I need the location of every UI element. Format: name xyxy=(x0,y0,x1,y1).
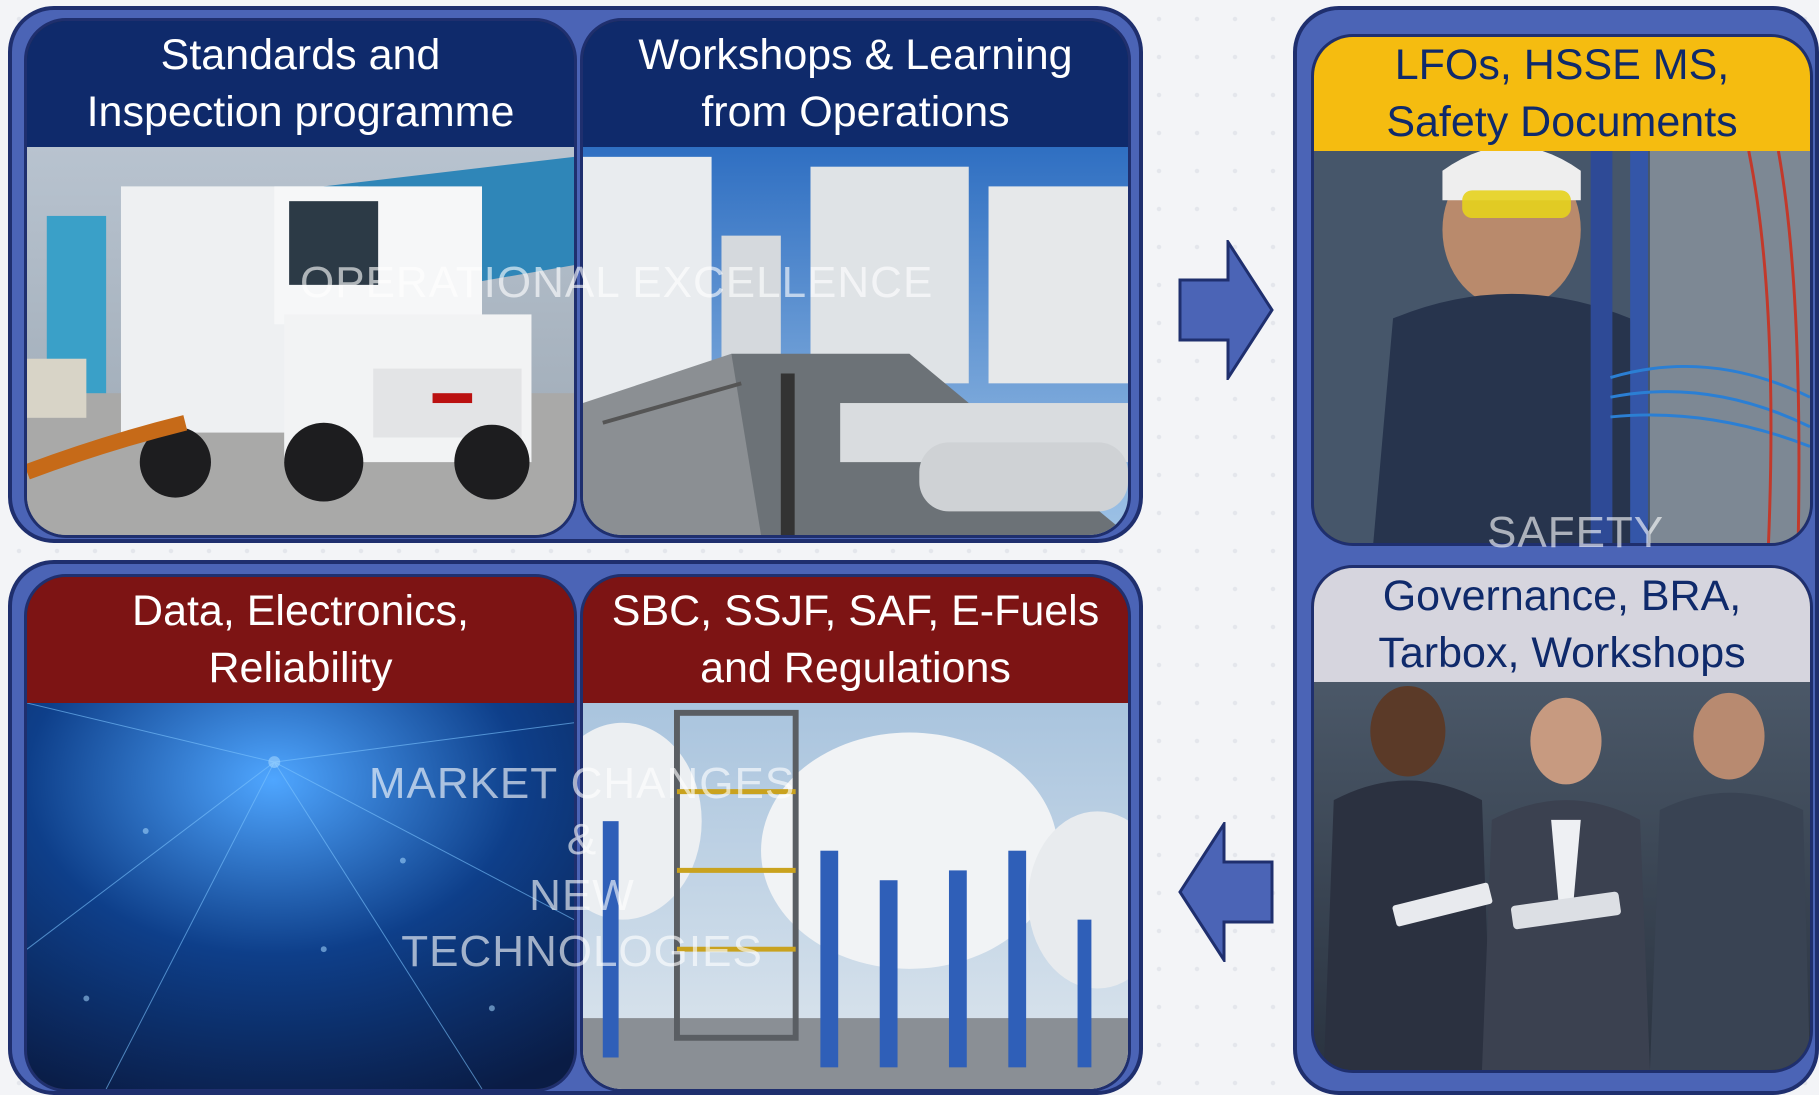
card-title-line1: Workshops & Learning xyxy=(638,31,1073,79)
card-title-line1: SBC, SSJF, SAF, E-Fuels xyxy=(611,587,1100,635)
safety-label: SAFETY xyxy=(1487,508,1665,557)
card-title-line2: Safety Documents xyxy=(1386,98,1738,146)
arrow-left-icon xyxy=(1178,822,1274,962)
card-title-line2: and Regulations xyxy=(700,644,1011,692)
safety-group: SAFETY LFOs, HSSE MS, Safety Documents xyxy=(1293,6,1819,1095)
card-title: Standards and Inspection programme xyxy=(27,21,574,147)
market-changes-group: MARKET CHANGES & NEW TECHNOLOGIES Data, … xyxy=(8,560,1143,1095)
card-title-line2: Tarbox, Workshops xyxy=(1378,629,1746,677)
card-title: Workshops & Learning from Operations xyxy=(583,21,1128,147)
market-changes-label-line3: NEW TECHNOLOGIES xyxy=(401,871,763,976)
workshops-learning-card[interactable]: Workshops & Learning from Operations xyxy=(580,18,1131,538)
market-changes-label-line2: & xyxy=(566,815,598,864)
card-title-line1: Data, Electronics, xyxy=(132,587,469,635)
card-title-line1: Standards and xyxy=(160,31,441,79)
card-title-line1: LFOs, HSSE MS, xyxy=(1394,41,1730,89)
card-title-line2: Reliability xyxy=(208,644,393,692)
data-electronics-card[interactable]: Data, Electronics, Reliability xyxy=(24,574,577,1092)
card-title: Governance, BRA, Tarbox, Workshops xyxy=(1314,568,1810,682)
card-title: LFOs, HSSE MS, Safety Documents xyxy=(1314,37,1810,151)
card-title: SBC, SSJF, SAF, E-Fuels and Regulations xyxy=(583,577,1128,703)
card-title: Data, Electronics, Reliability xyxy=(27,577,574,703)
card-title-line2: Inspection programme xyxy=(86,88,515,136)
operational-excellence-label: OPERATIONAL EXCELLENCE xyxy=(300,258,934,307)
governance-card[interactable]: Governance, BRA, Tarbox, Workshops xyxy=(1311,565,1813,1073)
spherical-tanks-photo xyxy=(583,703,1128,1089)
market-changes-label-line1: MARKET CHANGES xyxy=(368,759,796,808)
sbc-regulations-card[interactable]: SBC, SSJF, SAF, E-Fuels and Regulations xyxy=(580,574,1131,1092)
market-changes-label: MARKET CHANGES & NEW TECHNOLOGIES xyxy=(367,756,797,980)
digital-data-photo xyxy=(27,703,574,1089)
standards-inspection-card[interactable]: Standards and Inspection programme xyxy=(24,18,577,538)
operational-excellence-group: OPERATIONAL EXCELLENCE Standards and Ins… xyxy=(8,6,1143,543)
card-title-line1: Governance, BRA, xyxy=(1382,572,1742,620)
team-meeting-photo xyxy=(1314,682,1810,1070)
fuel-truck-photo xyxy=(27,147,574,535)
fuel-depot-photo xyxy=(583,147,1128,535)
card-title-line2: from Operations xyxy=(701,88,1010,136)
arrow-right-icon xyxy=(1178,240,1274,380)
lfos-hsse-card[interactable]: LFOs, HSSE MS, Safety Documents xyxy=(1311,34,1813,546)
electrician-photo xyxy=(1314,151,1810,543)
